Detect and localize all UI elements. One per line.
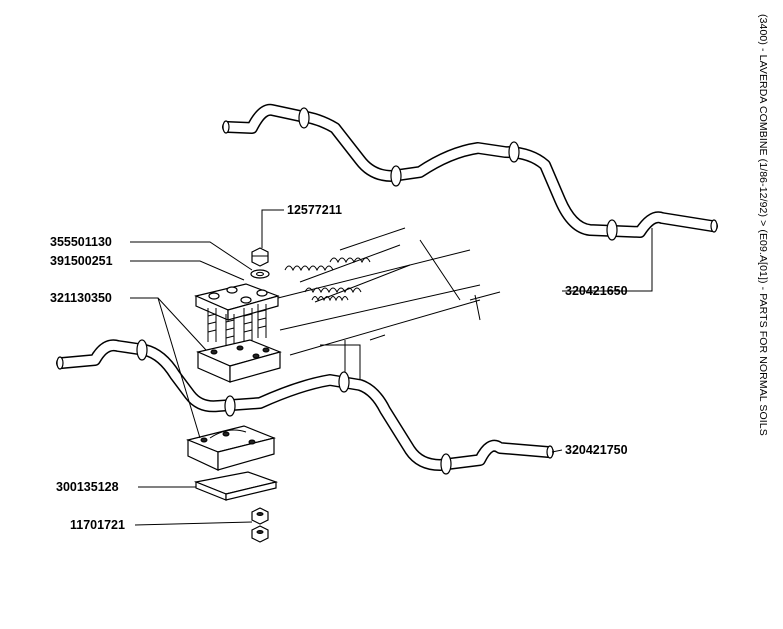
nuts-11701721 [251, 507, 269, 543]
studs [207, 304, 267, 348]
nut-12577211 [251, 247, 269, 267]
part-number-355501130: 355501130 [50, 235, 112, 249]
frame-sketch [269, 239, 501, 380]
clamp-plate-355501130 [194, 283, 280, 321]
part-number-300135128: 300135128 [56, 480, 119, 494]
leader-lines [130, 209, 653, 526]
crank-rod-lower [56, 339, 554, 475]
part-number-12577211: 12577211 [287, 203, 342, 217]
diagram-title: (3400) - LAVERDA COMBINE (1/86-12/92) > … [757, 14, 769, 436]
part-number-321130350: 321130350 [50, 291, 112, 305]
plate-300135128 [193, 471, 279, 501]
crank-rod-upper [222, 103, 718, 241]
washer-391500251 [250, 269, 270, 279]
part-number-320421750: 320421750 [565, 443, 628, 457]
bearing-half-lower [186, 425, 276, 471]
part-number-11701721: 11701721 [70, 518, 125, 532]
part-number-320421650: 320421650 [565, 284, 628, 298]
bearing-half-upper-321130350 [196, 339, 282, 383]
part-number-391500251: 391500251 [50, 254, 113, 268]
tine-springs [284, 227, 411, 303]
